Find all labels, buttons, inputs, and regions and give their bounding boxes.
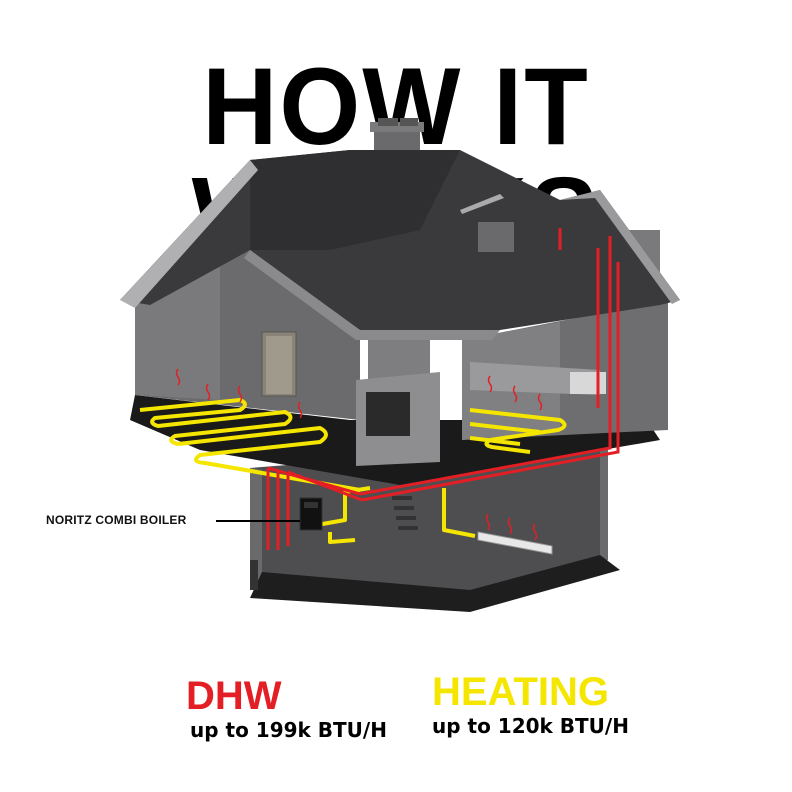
basement-stairs <box>392 496 418 530</box>
legend-dhw: DHW up to 199k BTU/H <box>186 676 387 742</box>
roof <box>120 150 680 340</box>
dhw-pipes <box>266 228 620 550</box>
heat-indicators <box>175 368 543 541</box>
legend-heating-label: HEATING <box>432 670 610 714</box>
combi-boiler <box>299 497 323 531</box>
basement <box>250 440 620 612</box>
legend-dhw-detail: up to 199k BTU/H <box>190 718 387 742</box>
heating-radiator <box>477 531 553 555</box>
legend-heating-detail: up to 120k BTU/H <box>432 714 629 738</box>
boiler-callout-label: NORITZ COMBI BOILER <box>46 513 187 527</box>
legend-heating: HEATING up to 120k BTU/H <box>432 672 629 736</box>
legend-dhw-label: DHW <box>186 674 282 718</box>
boiler-callout-line <box>216 520 300 522</box>
